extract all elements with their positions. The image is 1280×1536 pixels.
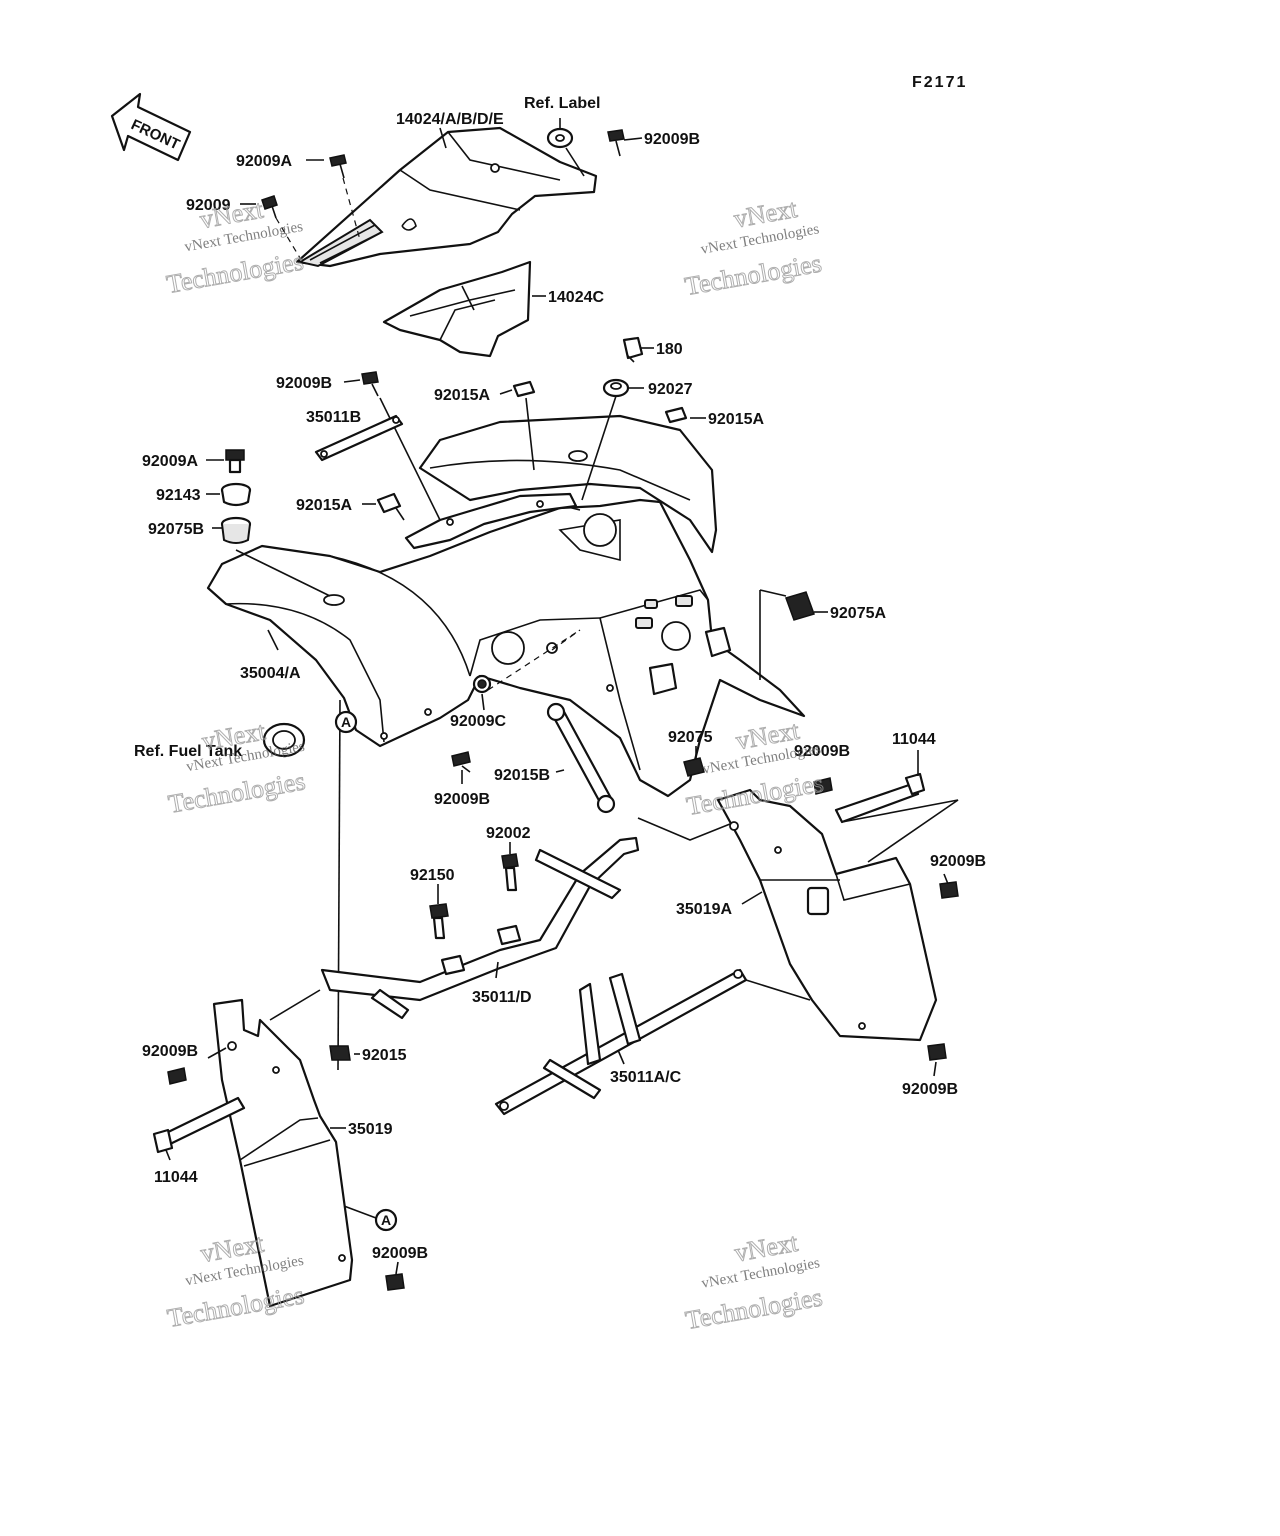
label-35011ac: 35011A/C (610, 1069, 682, 1086)
label-92150: 92150 (410, 867, 455, 884)
label-92009b-top: 92009B (644, 131, 700, 148)
label-92009a-left: 92009A (142, 453, 198, 470)
circle-a-lower: A (374, 1208, 398, 1232)
clip-92015a-mid-icon (512, 380, 536, 471)
front-arrow-icon: FRONT (110, 92, 192, 162)
watermark-lower-right: vNext vNext Technologies Technologies (683, 1227, 825, 1335)
grommet-92075b-icon (220, 516, 331, 597)
bolt-92009b-center-icon (451, 751, 471, 773)
label-ref-fuel-tank: Ref. Fuel Tank (134, 743, 242, 760)
fender-mount-plate (404, 492, 578, 550)
stay-92015b-icon (546, 702, 616, 814)
bolt-92009b-top-icon (607, 129, 625, 157)
label-92075: 92075 (668, 729, 713, 746)
grommet-92075-icon (683, 757, 705, 777)
label-92143: 92143 (156, 487, 201, 504)
label-92075b: 92075B (148, 521, 204, 538)
label-92009b-mid: 92009B (276, 375, 332, 392)
bolt-92009b-r2-icon (939, 881, 959, 899)
bracket-11044-right-icon (834, 772, 926, 824)
bracket-11044-left-icon (152, 1096, 246, 1154)
label-35011d: 35011/D (472, 989, 532, 1006)
label-35019a: 35019A (676, 901, 732, 918)
reference-line-a (337, 699, 341, 1071)
label-92009b-r2: 92009B (930, 853, 986, 870)
circle-a-upper: A (334, 710, 358, 734)
diagram-code: F2171 (912, 74, 967, 91)
label-92009b-bottom: 92009B (372, 1245, 428, 1262)
label-92015: 92015 (362, 1047, 407, 1064)
label-92075a: 92075A (830, 605, 886, 622)
label-92009-top: 92009 (186, 197, 231, 214)
leader-lines (165, 127, 949, 1275)
watermark-upper-right: vNext vNext Technologies Technologies (682, 193, 824, 301)
watermark-upper-left: vNext vNext Technologies Technologies (164, 194, 306, 299)
rack-bracket-14024c (382, 260, 532, 358)
rack-cover-14024 (295, 126, 598, 268)
bolt-92009-top-icon (261, 195, 301, 259)
leader-11044-right (841, 799, 959, 863)
bolt-92009b-r1-icon (813, 777, 833, 795)
mud-flap-35019a (716, 788, 938, 1042)
label-92009b-center: 92009B (434, 791, 490, 808)
label-92015b: 92015B (494, 767, 550, 784)
label-35011b: 35011B (306, 409, 361, 426)
label-11044-left: 11044 (154, 1169, 198, 1186)
bolt-92150-icon (429, 903, 449, 940)
bolt-92009b-left-icon (167, 1067, 187, 1085)
collar-92143-icon (220, 482, 252, 507)
label-92002: 92002 (486, 825, 531, 842)
bolt-92009a-left-icon (225, 449, 245, 474)
label-ref-label: Ref. Label (524, 95, 600, 112)
grommet-92009c-icon (472, 674, 492, 694)
label-14024c: 14024C (548, 289, 604, 306)
bolt-180-icon (622, 336, 644, 363)
label-11044-right: 11044 (892, 731, 936, 748)
svg-text:A: A (341, 714, 351, 730)
leader-frame-right (637, 817, 741, 841)
bolt-92009a-top-icon (329, 154, 361, 241)
label-92009a-top: 92009A (236, 153, 292, 170)
nut-92015-icon (329, 1045, 351, 1061)
stay-35011b-icon (314, 414, 404, 462)
bolt-92009b-mid-icon (361, 371, 441, 521)
leader-35011ac (745, 979, 811, 1001)
rear-fender-top (418, 414, 718, 554)
frame-35011ac (494, 968, 748, 1116)
label-35019: 35019 (348, 1121, 393, 1138)
label-92009c: 92009C (450, 713, 506, 730)
svg-text:A: A (381, 1212, 391, 1228)
washer-92027-icon (581, 378, 630, 501)
label-180: 180 (656, 341, 683, 358)
ref-fuel-tank-grommet-icon (262, 722, 306, 758)
label-92009b-r3: 92009B (902, 1081, 958, 1098)
mud-flap-35019 (212, 998, 354, 1308)
bolt-92009b-r3-icon (927, 1043, 947, 1061)
clip-92015a-right-icon (664, 406, 688, 424)
bolt-92002-icon (501, 853, 519, 892)
label-92015a-right: 92015A (708, 411, 764, 428)
ref-label-washer-icon (546, 118, 585, 177)
frame-35011d (320, 836, 640, 1020)
bolt-92009b-bottom-icon (385, 1273, 405, 1291)
label-92027: 92027 (648, 381, 693, 398)
grommet-92075a-icon (759, 589, 815, 680)
label-92009b-r1: 92009B (794, 743, 850, 760)
leader-frame-left (269, 989, 321, 1021)
label-92009b-left: 92009B (142, 1043, 198, 1060)
clip-92015a-left-icon (376, 492, 405, 521)
label-14024abde: 14024/A/B/D/E (396, 111, 504, 128)
label-92015a-left: 92015A (296, 497, 352, 514)
label-35004a: 35004/A (240, 665, 301, 682)
label-92015a-mid: 92015A (434, 387, 490, 404)
